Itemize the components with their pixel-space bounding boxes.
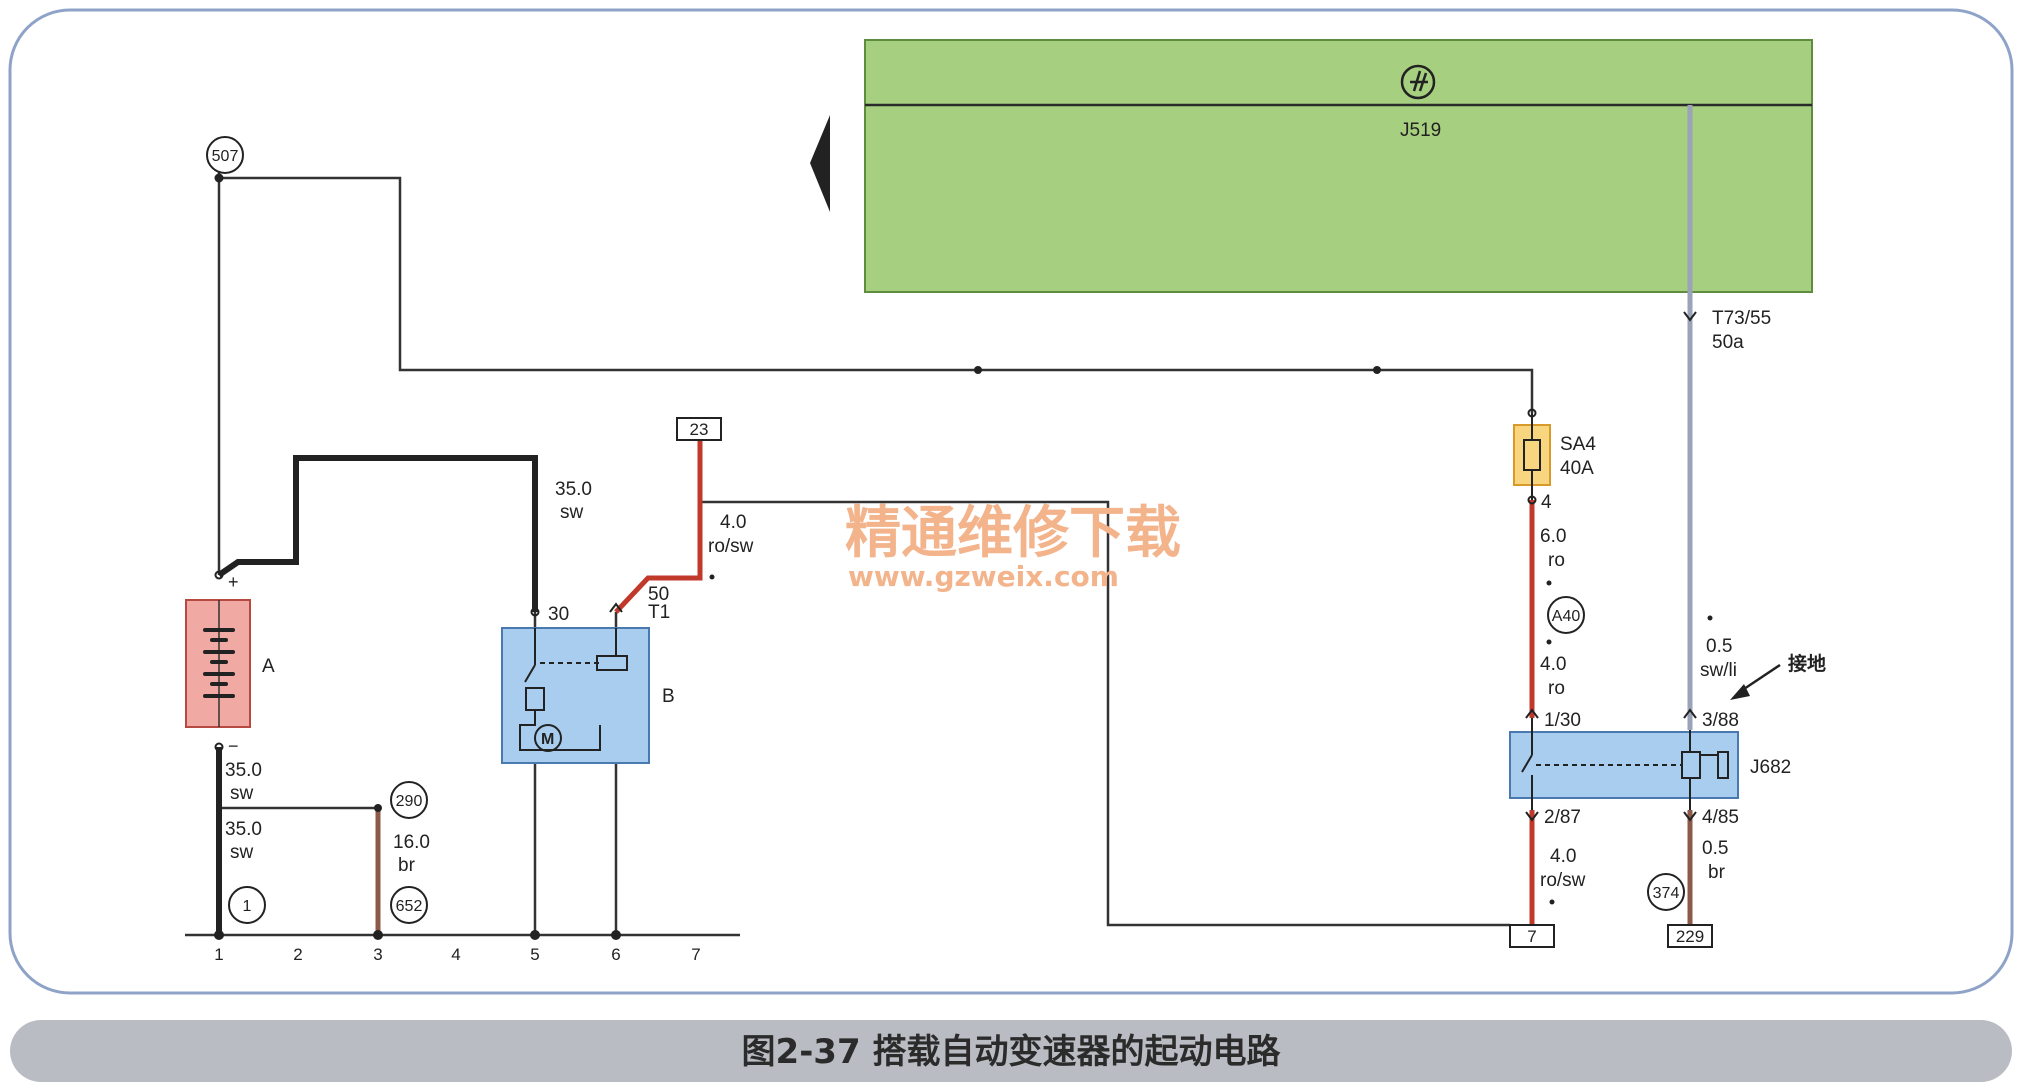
svg-text:M: M — [541, 731, 554, 748]
wire-label-size: 35.0 — [225, 760, 262, 781]
wire-label-color: ro/sw — [708, 536, 754, 557]
wire-label-size: 4.0 — [1550, 846, 1576, 867]
ground-bar-number: 2 — [293, 945, 302, 964]
wire-label-size: 4.0 — [720, 512, 746, 533]
ground-note-arrow-icon — [1730, 663, 1781, 700]
watermark-url: www.gzweix.com — [848, 560, 1119, 593]
fuse-pin: 4 — [1541, 492, 1552, 513]
battery-plus-label: + — [228, 572, 239, 592]
relay-pin-3-88: 3/88 — [1702, 710, 1739, 731]
watermark-title: 精通维修下载 — [845, 500, 1181, 566]
starter-terminal-30: 30 — [548, 604, 569, 625]
starter: M — [501, 627, 650, 764]
wire-label-size: 4.0 — [1540, 654, 1566, 675]
junction-dots — [214, 175, 1381, 940]
wire-label-size: 35.0 — [555, 479, 592, 500]
wire-label-color: sw — [560, 502, 584, 523]
control-unit-j519 — [864, 39, 1813, 293]
control-unit-symbol-icon — [1400, 64, 1436, 100]
relay-pin-2-87: 2/87 — [1544, 807, 1581, 828]
ground-bar-number: 4 — [451, 945, 460, 964]
wire-label-color: sw/li — [1700, 660, 1737, 681]
red-wires — [614, 440, 1535, 925]
dot-markers — [709, 574, 1713, 905]
wire-label-color: ro — [1548, 550, 1565, 571]
relay-label: J682 — [1750, 757, 1791, 778]
continuation-arrow-icon — [810, 115, 830, 212]
ground-bar-number: 1 — [214, 945, 223, 964]
circle-ref — [228, 886, 266, 924]
figure-caption: 图2-37 搭载自动变速器的起动电路 — [742, 1032, 1282, 1072]
connector-t73: T73/55 — [1712, 308, 1771, 329]
wire-label-size: 0.5 — [1706, 636, 1732, 657]
circle-ref — [390, 886, 428, 924]
caption-bar — [10, 1020, 2012, 1082]
relay-pin-4-85: 4/85 — [1702, 807, 1739, 828]
starter-terminal-50: 50 — [648, 584, 669, 605]
wire-label-color: ro/sw — [1540, 870, 1586, 891]
fuse-rating: 40A — [1560, 458, 1594, 479]
wire-label-size: 35.0 — [225, 819, 262, 840]
fuse-id: SA4 — [1560, 434, 1596, 455]
circle-ref-label: A40 — [1552, 608, 1581, 625]
ground-bar-number: 3 — [373, 945, 382, 964]
brown-wires — [375, 808, 1693, 935]
battery-label: A — [262, 656, 275, 677]
ground-note: 接地 — [1788, 652, 1826, 675]
circle-ref-label: 374 — [1653, 885, 1680, 902]
box-ref — [1667, 924, 1713, 948]
circle-ref — [1647, 873, 1685, 911]
circle-ref-label: 290 — [396, 793, 423, 810]
wire-label-size: 16.0 — [393, 832, 430, 853]
box-ref-label: 7 — [1527, 927, 1536, 946]
relay-j682 — [1509, 718, 1739, 810]
wire-label-size: 0.5 — [1702, 838, 1728, 859]
battery — [185, 599, 251, 728]
circle-ref — [206, 136, 244, 174]
box-ref — [676, 417, 722, 441]
box-ref-label: 229 — [1676, 927, 1704, 946]
circle-ref-label: 1 — [243, 898, 252, 915]
ground-bar-number: 6 — [611, 945, 620, 964]
circle-ref-label: 507 — [212, 148, 239, 165]
ground-bar-number: 5 — [530, 945, 539, 964]
relay-pin-1-30: 1/30 — [1544, 710, 1581, 731]
starter-connector-t1: T1 — [648, 602, 670, 623]
wire-label-color: br — [398, 855, 416, 876]
circle-ref — [1547, 596, 1585, 634]
connector-t73-pin: 50a — [1712, 332, 1744, 353]
circle-ref-label: 652 — [396, 898, 423, 915]
wire-label-color: br — [1708, 862, 1726, 883]
ground-bar-numbers: 1 2 3 4 5 6 7 — [214, 945, 700, 964]
box-ref — [1509, 924, 1555, 948]
fuse-sa4 — [1513, 413, 1551, 500]
thick-black-wires — [216, 455, 538, 935]
wire-label-size: 6.0 — [1540, 526, 1566, 547]
ground-bar-number: 7 — [691, 945, 700, 964]
starter-label: B — [662, 686, 675, 707]
box-ref-label: 23 — [690, 420, 709, 439]
wire-label-color: sw — [230, 783, 254, 804]
connector-marks — [214, 173, 1697, 822]
wire-label-color: ro — [1548, 678, 1565, 699]
wire-label-color: sw — [230, 842, 254, 863]
battery-minus-label: − — [228, 736, 239, 756]
control-unit-label: J519 — [1400, 120, 1441, 141]
circle-ref — [390, 781, 428, 819]
